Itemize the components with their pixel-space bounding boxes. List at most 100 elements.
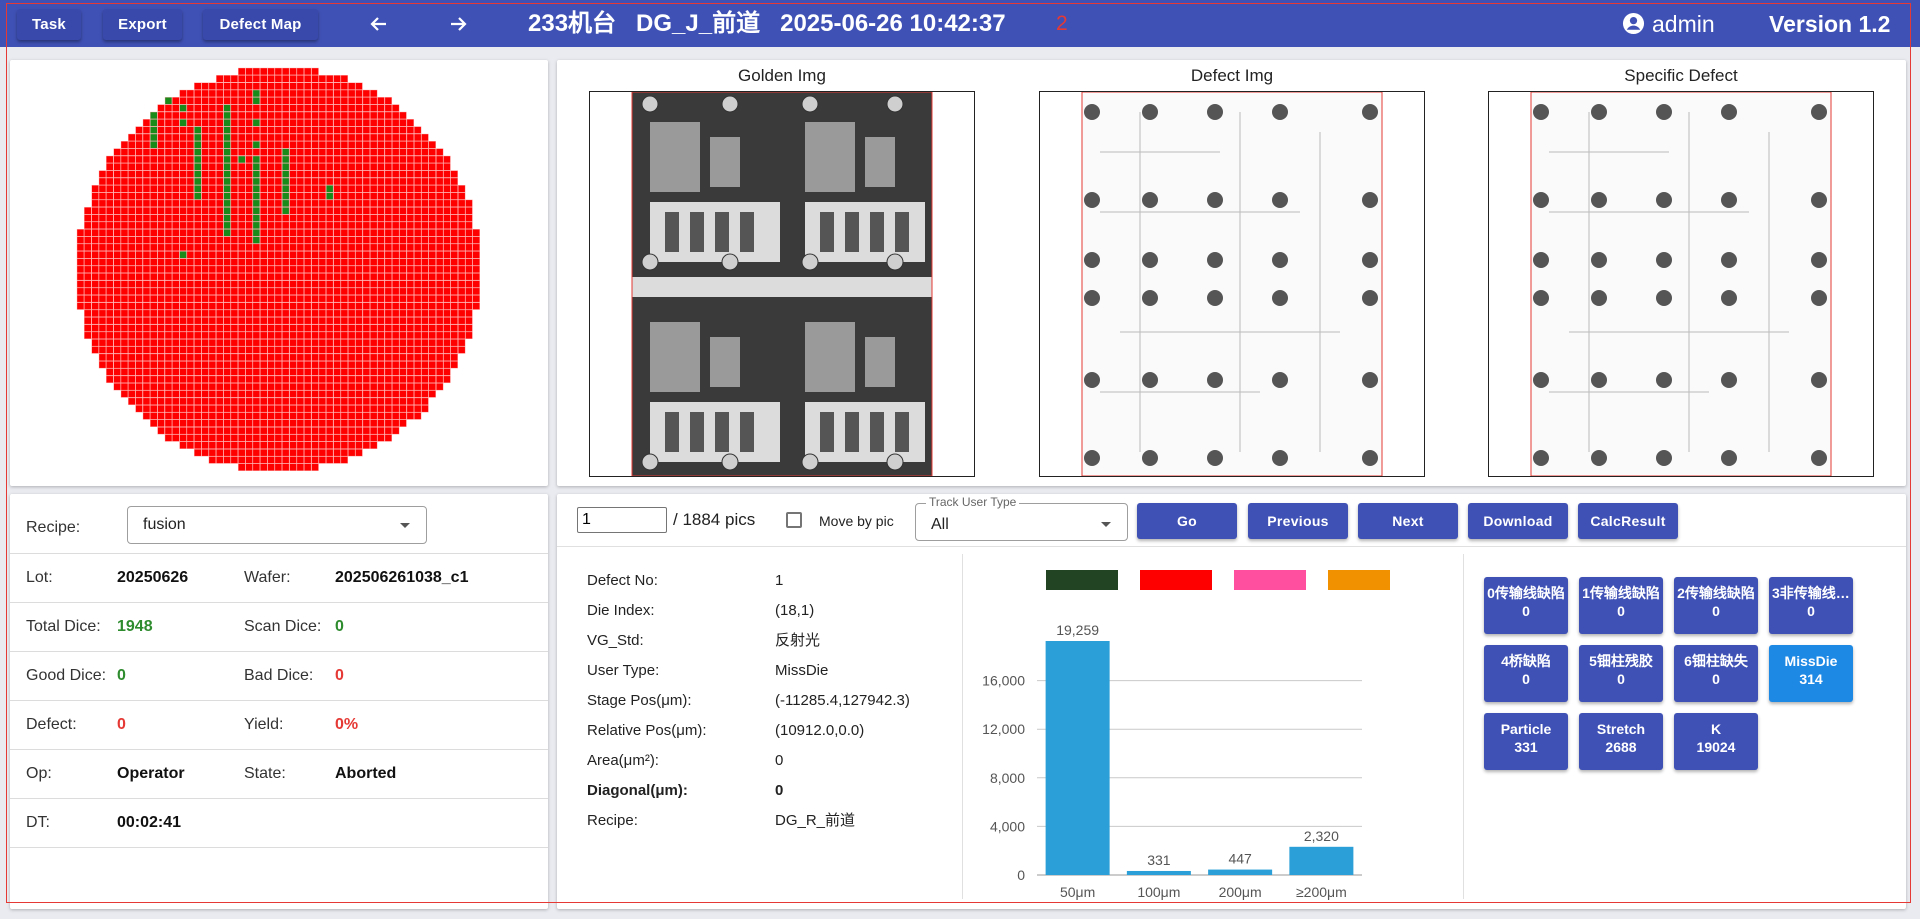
wafer-die[interactable] — [428, 361, 436, 369]
wafer-die[interactable] — [172, 339, 180, 347]
wafer-die[interactable] — [157, 119, 165, 127]
wafer-die[interactable] — [260, 294, 268, 303]
wafer-die[interactable] — [355, 434, 363, 442]
wafer-die[interactable] — [216, 309, 224, 318]
wafer-die[interactable] — [230, 375, 239, 384]
wafer-die[interactable] — [274, 192, 283, 200]
wafer-die[interactable] — [274, 324, 283, 332]
wafer-die[interactable] — [128, 346, 136, 354]
wafer-die[interactable] — [296, 258, 305, 266]
wafer-die[interactable] — [142, 126, 151, 134]
wafer-die[interactable] — [76, 236, 85, 244]
wafer-die[interactable] — [421, 265, 429, 274]
wafer-die[interactable] — [289, 383, 297, 391]
wafer-die[interactable] — [150, 405, 158, 413]
wafer-die[interactable] — [238, 207, 246, 215]
wafer-die[interactable] — [267, 170, 275, 178]
wafer-die[interactable] — [436, 163, 444, 171]
wafer-die[interactable] — [333, 368, 341, 376]
wafer-die[interactable] — [289, 251, 297, 259]
wafer-die[interactable] — [164, 251, 173, 259]
wafer-die[interactable] — [172, 126, 180, 134]
wafer-die[interactable] — [194, 243, 202, 252]
wafer-die[interactable] — [428, 243, 436, 252]
wafer-die[interactable] — [377, 427, 385, 435]
wafer-die[interactable] — [106, 199, 114, 208]
wafer-die[interactable] — [260, 272, 268, 281]
wafer-die[interactable] — [326, 82, 334, 90]
wafer-die[interactable] — [377, 287, 385, 296]
wafer-die[interactable] — [304, 302, 312, 310]
wafer-die[interactable] — [201, 207, 209, 215]
wafer-die[interactable] — [245, 141, 253, 149]
wafer-die[interactable] — [230, 368, 239, 376]
wafer-die[interactable] — [194, 251, 202, 259]
wafer-die[interactable] — [201, 163, 209, 171]
wafer-die[interactable] — [377, 353, 385, 362]
wafer-die[interactable] — [113, 199, 121, 208]
wafer-die[interactable] — [142, 272, 151, 281]
wafer-die[interactable] — [377, 133, 385, 142]
wafer-die[interactable] — [98, 192, 107, 200]
wafer-die[interactable] — [274, 456, 283, 464]
wafer-die[interactable] — [465, 229, 473, 237]
wafer-die[interactable] — [333, 361, 341, 369]
wafer-die[interactable] — [120, 353, 129, 362]
wafer-die[interactable] — [267, 346, 275, 354]
wafer-die[interactable] — [282, 67, 290, 76]
wafer-die[interactable] — [172, 368, 180, 376]
wafer-die[interactable] — [348, 236, 356, 244]
wafer-die[interactable] — [216, 383, 224, 391]
wafer-die[interactable] — [238, 97, 246, 105]
wafer-die[interactable] — [428, 375, 436, 384]
wafer-die[interactable] — [289, 82, 297, 90]
wafer-die[interactable] — [421, 280, 429, 288]
wafer-die[interactable] — [318, 82, 327, 90]
wafer-die[interactable] — [311, 177, 319, 186]
wafer-die[interactable] — [216, 155, 224, 164]
wafer-die[interactable] — [260, 221, 268, 230]
wafer-die[interactable] — [311, 148, 319, 156]
wafer-die[interactable] — [355, 339, 363, 347]
wafer-die[interactable] — [289, 133, 297, 142]
wafer-die[interactable] — [450, 317, 458, 325]
wafer-die[interactable] — [245, 412, 253, 420]
wafer-die[interactable] — [414, 361, 422, 369]
wafer-die[interactable] — [355, 449, 363, 457]
wafer-die[interactable] — [340, 287, 349, 296]
wafer-die[interactable] — [392, 104, 400, 112]
wafer-die[interactable] — [318, 207, 327, 215]
wafer-die[interactable] — [333, 207, 341, 215]
wafer-die[interactable] — [194, 375, 202, 384]
wafer-die[interactable] — [223, 375, 231, 384]
wafer-die[interactable] — [113, 324, 121, 332]
wafer-die[interactable] — [223, 126, 231, 134]
wafer-die[interactable] — [208, 456, 217, 464]
wafer-die[interactable] — [370, 170, 378, 178]
wafer-die[interactable] — [179, 177, 187, 186]
wafer-die[interactable] — [238, 456, 246, 464]
wafer-die[interactable] — [135, 405, 143, 413]
wafer-die[interactable] — [106, 265, 114, 274]
wafer-die[interactable] — [142, 163, 151, 171]
wafer-die[interactable] — [392, 155, 400, 164]
wafer-die[interactable] — [348, 272, 356, 281]
wafer-die[interactable] — [260, 390, 268, 398]
wafer-die[interactable] — [274, 434, 283, 442]
wafer-die[interactable] — [120, 163, 129, 171]
wafer-die[interactable] — [208, 243, 217, 252]
wafer-die[interactable] — [384, 302, 393, 310]
wafer-die[interactable] — [245, 111, 253, 120]
wafer-die[interactable] — [128, 309, 136, 318]
wafer-die[interactable] — [252, 243, 261, 252]
wafer-die[interactable] — [267, 155, 275, 164]
wafer-die[interactable] — [450, 170, 458, 178]
wafer-die[interactable] — [164, 397, 173, 406]
wafer-die[interactable] — [260, 67, 268, 76]
wafer-die[interactable] — [318, 375, 327, 384]
wafer-die[interactable] — [216, 75, 224, 83]
wafer-die[interactable] — [414, 317, 422, 325]
wafer-die[interactable] — [282, 89, 290, 98]
wafer-die[interactable] — [362, 265, 371, 274]
wafer-die[interactable] — [289, 302, 297, 310]
